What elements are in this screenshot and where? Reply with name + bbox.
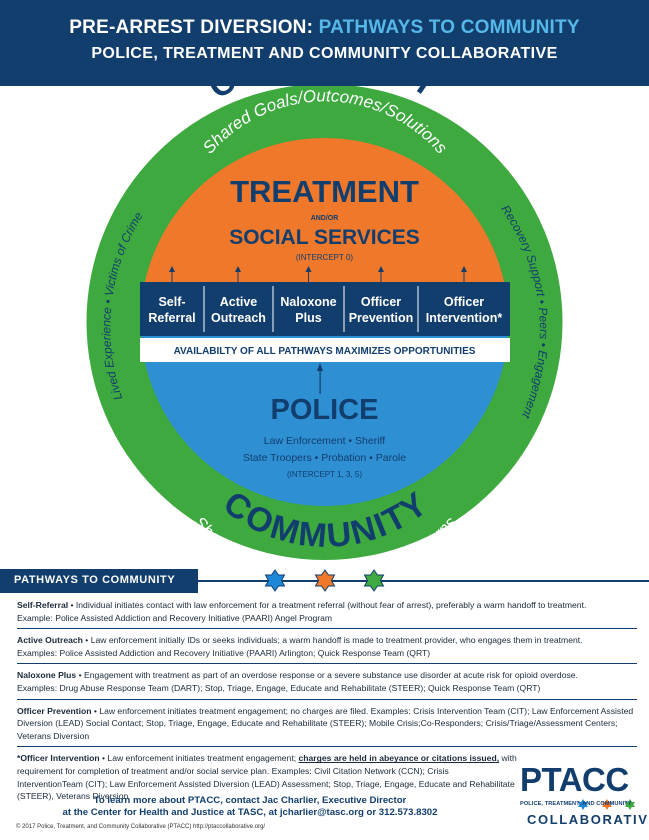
contact-line-1: To learn more about PTACC, contact Jac C… [93, 795, 407, 806]
pathway-self-referral-l2: Referral [148, 311, 195, 325]
definition-text-continued: with requirement for completion of treat… [17, 753, 517, 802]
definitions-list: Self-Referral • Individual initiates con… [17, 598, 637, 811]
pathway-active-outreach-l1: Active [220, 295, 258, 309]
section-bar: PATHWAYS TO COMMUNITY [0, 569, 649, 593]
definition-term: Self-Referral [17, 600, 69, 610]
intercept-0-label: (INTERCEPT 0) [296, 253, 354, 262]
definition-term: Naloxone Plus [17, 670, 77, 681]
ptacc-logo: PTACC POLICE, TREATMENT, AND COMMUNITY C… [517, 761, 649, 835]
section-divider [198, 580, 649, 582]
blue-star-icon [264, 569, 286, 592]
pathway-officer-prevention-l1: Officer [361, 295, 401, 309]
andor-label: AND/OR [311, 215, 339, 222]
header-banner: PRE-ARREST DIVERSION: PATHWAYS TO COMMUN… [0, 0, 649, 86]
definition-officer-prevention: Officer Prevention • Law enforcement ini… [17, 704, 637, 748]
police-arrow [317, 363, 323, 394]
definition-self-referral: Self-Referral • Individual initiates con… [17, 598, 637, 630]
definition-officer-intervention: *Officer Intervention • Law enforcement … [17, 751, 517, 806]
definition-text: • Law enforcement initiates treatment en… [99, 753, 299, 764]
logo-orange-star-icon [602, 799, 612, 810]
pathway-officer-intervention-l1: Officer [444, 295, 484, 309]
pathway-officer-intervention-l2: Intervention* [426, 311, 503, 325]
definition-naloxone-plus: Naloxone Plus • Engagement with treatmen… [17, 668, 637, 700]
definition-example: Examples: Police Assisted Addiction and … [17, 647, 431, 658]
title-highlight: PATHWAYS TO COMMUNITY [318, 17, 580, 38]
pathway-naloxone-plus-l1: Naloxone [280, 295, 336, 309]
section-label-box: PATHWAYS TO COMMUNITY [0, 569, 198, 593]
definition-example: Examples: Drug Abuse Response Team (DART… [17, 682, 541, 693]
stars [264, 569, 385, 592]
pathway-officer-prevention-l2: Prevention [349, 311, 414, 325]
section-label: PATHWAYS TO COMMUNITY [14, 574, 176, 586]
copyright: © 2017 Police, Treatment, and Community … [16, 824, 266, 830]
pathway-arrows [169, 266, 467, 282]
pathway-self-referral-l1: Self- [158, 295, 185, 309]
definition-text: • Engagement with treatment as part of a… [76, 670, 578, 681]
page-subtitle: POLICE, TREATMENT AND COMMUNITY COLLABOR… [91, 45, 558, 62]
page-title: PRE-ARREST DIVERSION: PATHWAYS TO COMMUN… [0, 17, 649, 39]
pathway-active-outreach-l2: Outreach [211, 311, 266, 325]
definition-text: • Individual initiates contact with law … [68, 600, 587, 610]
definition-text: • Law enforcement initiates treatment en… [17, 705, 634, 741]
orange-star-icon [314, 569, 336, 592]
availability-band [140, 338, 510, 362]
logo-blue-star-icon [578, 799, 588, 810]
definition-term: Active Outreach [17, 635, 83, 646]
treatment-title: TREATMENT [230, 174, 419, 209]
definition-active-outreach: Active Outreach • Law enforcement initia… [17, 633, 637, 665]
definition-text: • Law enforcement initially IDs or seeks… [82, 635, 583, 646]
definition-term: *Officer Intervention [17, 753, 100, 764]
police-line-2: State Troopers • Probation • Parole [243, 452, 406, 464]
definition-underlined-text: charges are held in abeyance or citation… [298, 753, 500, 764]
availability-label: AVAILABILTY OF ALL PATHWAYS MAXIMIZES OP… [174, 346, 476, 357]
contact-info: To learn more about PTACC, contact Jac C… [0, 795, 500, 819]
police-intercept-label: (INTERCEPT 1, 3, 5) [287, 470, 362, 479]
pathways-diagram: COMMUNITY Shared Goals/Outcomes/Solution… [86, 86, 563, 566]
logo-tagline: POLICE, TREATMENT, AND COMMUNITY [520, 801, 632, 807]
title-main: PRE-ARREST DIVERSION: [69, 17, 314, 38]
police-line-1: Law Enforcement • Sheriff [264, 435, 385, 447]
contact-line-2: at the Center for Health and Justice at … [62, 807, 438, 818]
logo-collaborative: COLLABORATIVE [527, 812, 649, 827]
logo-green-star-icon [625, 799, 635, 810]
police-title: POLICE [271, 394, 379, 426]
pathways-row [140, 282, 510, 336]
definition-term: Officer Prevention [17, 705, 92, 716]
logo-stars [578, 799, 635, 810]
green-star-icon [363, 569, 385, 592]
definition-example: Example: Police Assisted Addiction and R… [17, 612, 333, 623]
social-services-title: SOCIAL SERVICES [229, 226, 420, 249]
pathway-naloxone-plus-l2: Plus [295, 311, 321, 325]
logo-wordmark: PTACC [520, 761, 629, 798]
